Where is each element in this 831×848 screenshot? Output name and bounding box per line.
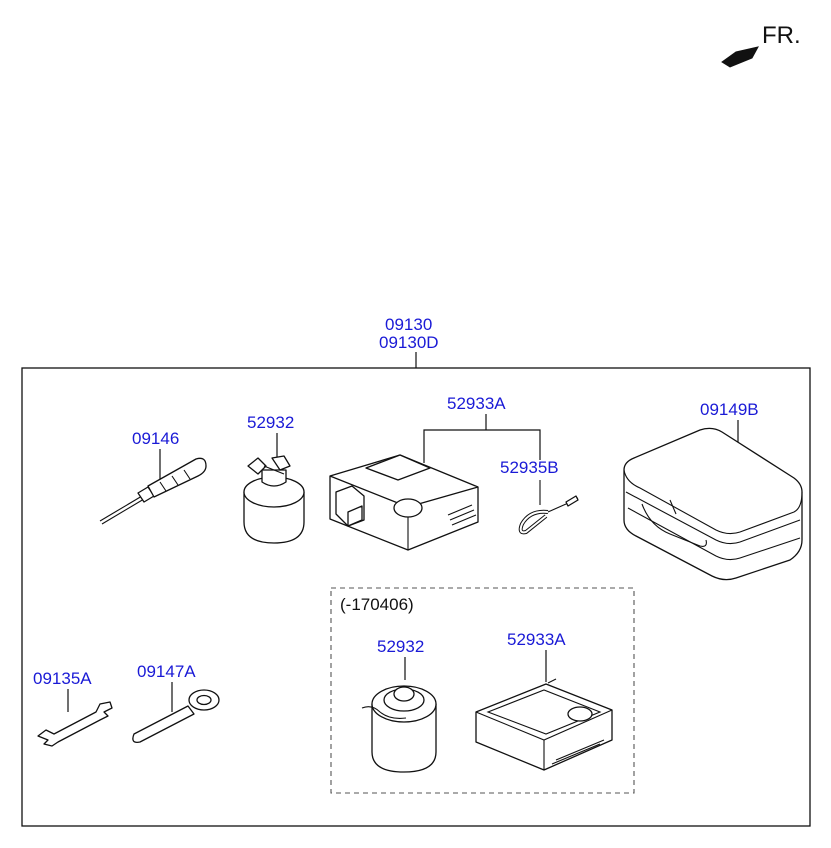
leader-compressor-bracket	[423, 429, 541, 463]
kit-frame	[21, 367, 811, 827]
label-hose[interactable]: 52935B	[500, 458, 559, 477]
variant-frame	[330, 587, 635, 794]
label-variant-compressor[interactable]: 52933A	[507, 630, 566, 649]
kit-part-number-2[interactable]: 09130D	[379, 333, 439, 352]
variant-condition: (-170406)	[340, 595, 414, 614]
label-sealant-bottle[interactable]: 52932	[247, 413, 294, 432]
box-wrench-icon	[132, 689, 220, 743]
sealant-bottle-icon	[243, 455, 305, 544]
screwdriver-icon	[99, 457, 207, 525]
case-icon	[623, 427, 803, 581]
variant-compressor-icon	[475, 678, 613, 771]
front-direction-label: FR.	[762, 22, 801, 49]
label-box-wrench[interactable]: 09147A	[137, 662, 196, 681]
hose-icon	[518, 480, 579, 535]
kit-part-number-1[interactable]: 09130	[385, 315, 432, 334]
variant-sealant-bottle-icon	[361, 685, 437, 773]
label-screwdriver[interactable]: 09146	[132, 429, 179, 448]
label-variant-sealant-bottle[interactable]: 52932	[377, 637, 424, 656]
label-case[interactable]: 09149B	[700, 400, 759, 419]
front-arrow-icon	[721, 46, 759, 68]
front-direction-indicator: FR.	[721, 22, 801, 68]
label-spanner[interactable]: 09135A	[33, 669, 92, 688]
compressor-icon	[329, 454, 479, 551]
spanner-icon	[37, 701, 113, 747]
label-compressor[interactable]: 52933A	[447, 394, 506, 413]
